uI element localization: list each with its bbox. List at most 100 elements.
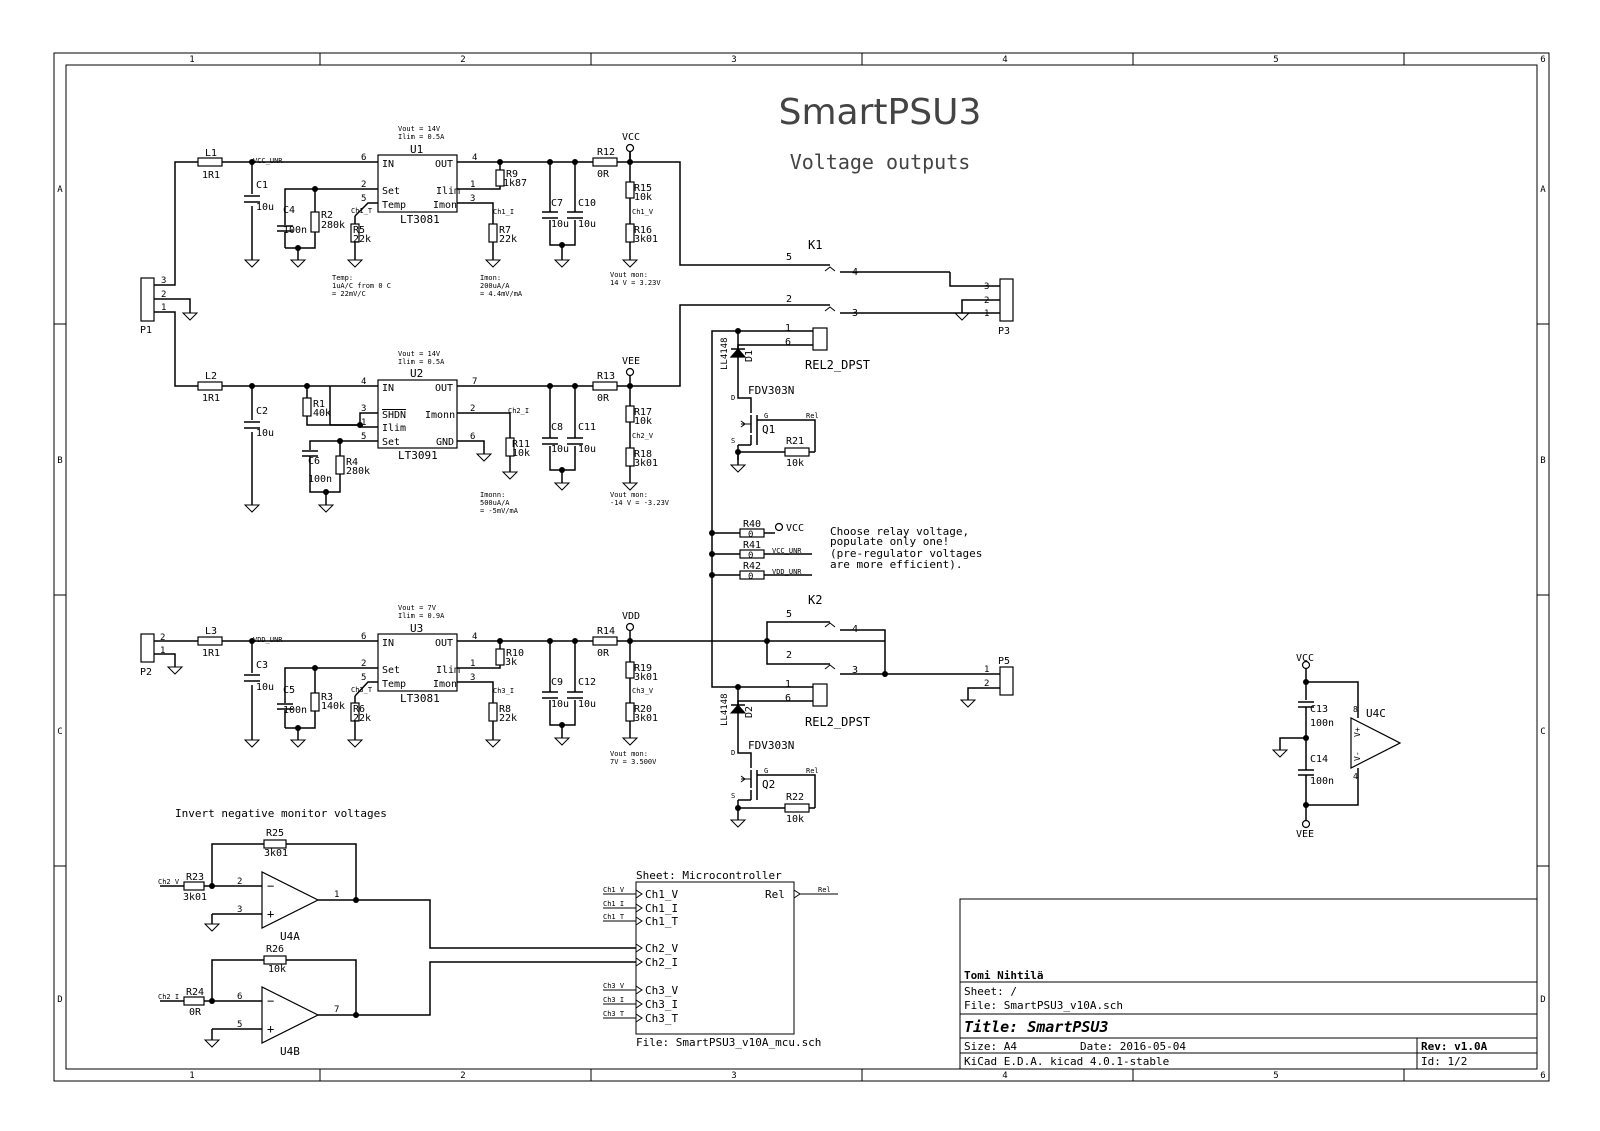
r8-ref: R8 xyxy=(499,704,511,715)
c3-value: 10u xyxy=(256,682,274,693)
r13-ref: R13 xyxy=(597,371,615,382)
u1-num-set: 2 xyxy=(361,180,366,190)
relay-k2: K2 5 4 2 3 xyxy=(764,593,980,677)
note-imonn2-2: 500uA/A xyxy=(480,499,510,507)
c10-ref: C10 xyxy=(578,198,596,209)
k2-part: REL2_DPST xyxy=(805,715,870,729)
row-b-right: B xyxy=(1540,456,1545,466)
p3-pin-2: 2 xyxy=(984,296,989,306)
inductor-l2 xyxy=(197,381,223,391)
channel-1: L1 1R1 VCC_UNR C1 10u C4 100n R2 280k Ch… xyxy=(164,125,830,298)
vcc-flag-1: VCC xyxy=(622,132,640,143)
sheet-microcontroller[interactable]: Sheet: Microcontroller File: SmartPSU3_v… xyxy=(603,869,838,1049)
net-vdd-unr-relay: VDD_UNR xyxy=(772,568,802,576)
r6-value: 22k xyxy=(353,713,371,724)
l1-ref: L1 xyxy=(205,148,217,159)
vee-flag-1: VEE xyxy=(622,356,640,367)
u4b-pin-7: 7 xyxy=(334,1005,339,1015)
net-ch2-v-in: Ch2_V xyxy=(158,878,180,886)
port-ch1-t: Ch1_T xyxy=(645,915,678,928)
r26-ref: R26 xyxy=(266,944,284,955)
u4a-pin-1: 1 xyxy=(334,890,339,900)
u3-num-in: 6 xyxy=(361,632,366,642)
net-rel-2: Rel xyxy=(806,767,819,775)
c14-value: 100n xyxy=(1310,776,1334,787)
u3-pin-out: OUT xyxy=(435,638,453,649)
r1-ref: R1 xyxy=(313,399,325,410)
note-vmon1-2: 14 V = 3.23V xyxy=(610,279,661,287)
u1-pin-in: IN xyxy=(382,159,394,170)
c6-ref: C6 xyxy=(308,456,320,467)
channel-2: L2 1R1 C2 10u R1 40k C6 100n R4 280k U2 … xyxy=(197,304,830,515)
r11-ref: R11 xyxy=(512,439,530,450)
r2-value: 280k xyxy=(321,220,345,231)
r13-value: 0R xyxy=(597,393,610,404)
r14-ref: R14 xyxy=(597,626,615,637)
u4b-pin-6: 6 xyxy=(237,992,242,1002)
k2-pin-3: 3 xyxy=(852,665,858,676)
u1-pin-imon: Imon xyxy=(433,200,457,211)
u2-note-vout: Vout = 14V xyxy=(398,350,441,358)
relay-k1: K1 5 4 2 3 xyxy=(786,238,990,319)
u3-note-ilim: Ilim = 0.9A xyxy=(398,612,445,620)
col-6-bottom: 6 xyxy=(1540,1071,1545,1081)
u1-pin-ilim: Ilim xyxy=(436,186,460,197)
col-1-bottom: 1 xyxy=(189,1071,194,1081)
sheet-name: Sheet: Microcontroller xyxy=(636,869,782,882)
label-ch1-t: Ch1_T xyxy=(603,913,625,921)
u3-ref: U3 xyxy=(410,622,423,635)
c9-value: 10u xyxy=(551,699,569,710)
net-ch2-i-in: Ch2_I xyxy=(158,993,179,1001)
note-temp-3: = 22mV/C xyxy=(332,290,366,298)
net-vcc-unr-relay: VCC_UNR xyxy=(772,547,802,555)
c7-ref: C7 xyxy=(551,198,563,209)
r16-ref: R16 xyxy=(634,225,652,236)
r42-value: 0 xyxy=(748,572,753,582)
vcc-flag-u4c: VCC xyxy=(1296,653,1314,664)
u2-num-in: 4 xyxy=(361,377,366,387)
row-c-right: C xyxy=(1540,727,1545,737)
k2-pin-2: 2 xyxy=(786,650,792,661)
k1-ref: K1 xyxy=(808,238,822,252)
net-ch3-t: Ch3_T xyxy=(351,686,373,694)
connector-p3: 3 2 1 P3 xyxy=(961,278,1014,337)
col-1-top: 1 xyxy=(189,55,194,65)
port-rel: Rel xyxy=(765,888,785,901)
u4a-pin-2: 2 xyxy=(237,877,242,887)
vee-flag-u4c: VEE xyxy=(1296,829,1314,840)
u3-pin-temp: Temp xyxy=(382,679,406,690)
u1-num-out: 4 xyxy=(472,153,477,163)
c1-ref: C1 xyxy=(256,180,268,191)
u4c-vplus: V+ xyxy=(1353,727,1362,737)
net-ch3-i: Ch3_I xyxy=(493,687,514,695)
c10-value: 10u xyxy=(578,219,596,230)
note-vmon1-1: Vout mon: xyxy=(610,271,648,279)
regulator-u2 xyxy=(377,379,458,449)
net-ch3-v: Ch3_V xyxy=(632,687,654,695)
r19-ref: R19 xyxy=(634,663,652,674)
r21-value: 10k xyxy=(786,458,804,469)
note-relay-1: Choose relay voltage, xyxy=(830,525,969,538)
r41-ref: R41 xyxy=(743,540,761,551)
tb-id: Id: 1/2 xyxy=(1421,1055,1467,1068)
r26-value: 10k xyxy=(268,964,286,975)
page-subtitle: Voltage outputs xyxy=(790,150,971,174)
tb-author: Tomi Nihtilä xyxy=(964,969,1043,982)
u3-note-vout: Vout = 7V xyxy=(398,604,437,612)
col-6-top: 6 xyxy=(1540,55,1545,65)
u3-pin-imon: Imon xyxy=(433,679,457,690)
c3-ref: C3 xyxy=(256,660,268,671)
k1-coil-pin-6: 6 xyxy=(785,337,791,348)
k1-part: REL2_DPST xyxy=(805,358,870,372)
k1-pin-4: 4 xyxy=(852,267,858,278)
k2-coil-pin-1: 1 xyxy=(785,679,791,690)
c13-ref: C13 xyxy=(1310,704,1328,715)
port-ch3-v: Ch3_V xyxy=(645,984,678,997)
u1-part: LT3081 xyxy=(400,213,440,226)
u3-num-set: 2 xyxy=(361,659,366,669)
tb-tool: KiCad E.D.A. kicad 4.0.1-stable xyxy=(964,1055,1169,1068)
connector-p2 xyxy=(140,633,155,663)
r4-value: 280k xyxy=(346,466,370,477)
u2-num-shdn: 3 xyxy=(361,404,366,414)
note-temp-1: Temp: xyxy=(332,274,353,282)
